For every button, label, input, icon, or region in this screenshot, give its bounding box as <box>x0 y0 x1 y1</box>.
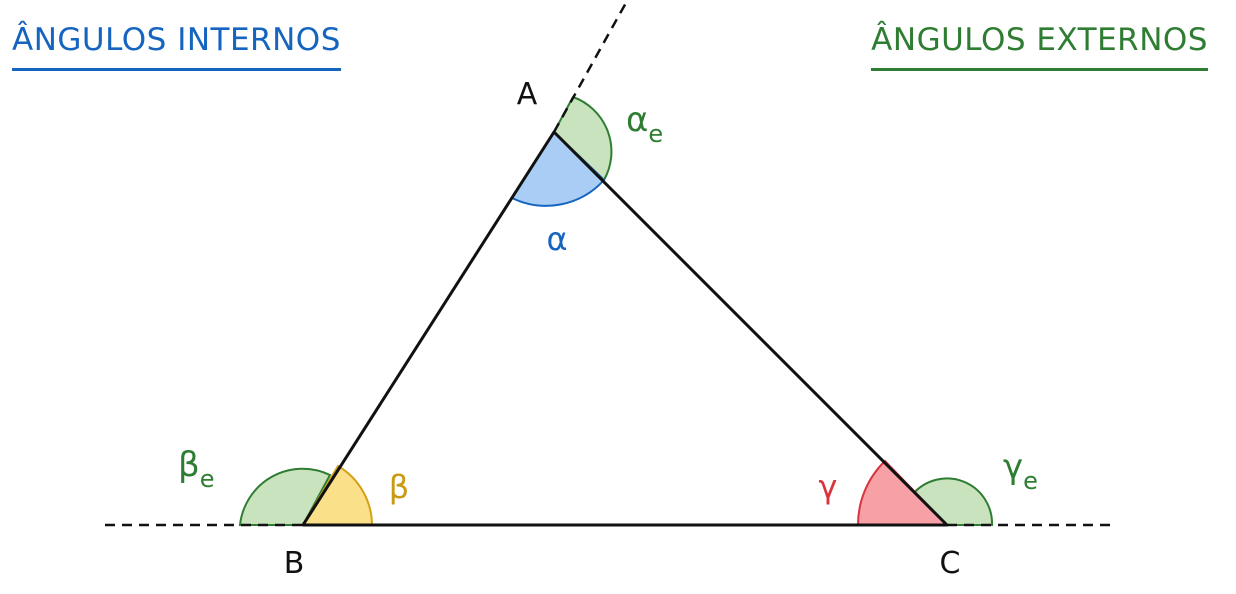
interior-angle-gamma-label: γ <box>819 468 838 506</box>
exterior-angle-gamma-label: γe <box>1003 447 1038 495</box>
internal-angles-heading: ÂNGULOS INTERNOS <box>12 18 341 71</box>
interior-angle-beta-label: β <box>389 468 409 506</box>
exterior-angle-alpha-sector <box>552 95 613 182</box>
exterior-angle-alpha-label: αe <box>626 100 663 148</box>
exterior-angle-gamma-sector <box>911 477 994 526</box>
vertex-label-a: A <box>517 77 538 112</box>
exterior-angle-beta-sector <box>238 467 332 526</box>
interior-angle-alpha-label: α <box>546 220 567 258</box>
vertex-label-c: C <box>940 546 961 581</box>
vertex-label-b: B <box>284 546 305 581</box>
external-angles-heading: ÂNGULOS EXTERNOS <box>871 18 1208 71</box>
exterior-angle-beta-label: βe <box>178 445 214 493</box>
extension-line-top <box>552 0 629 133</box>
triangle-abc <box>301 130 949 527</box>
interior-angle-alpha-sector <box>510 130 606 207</box>
